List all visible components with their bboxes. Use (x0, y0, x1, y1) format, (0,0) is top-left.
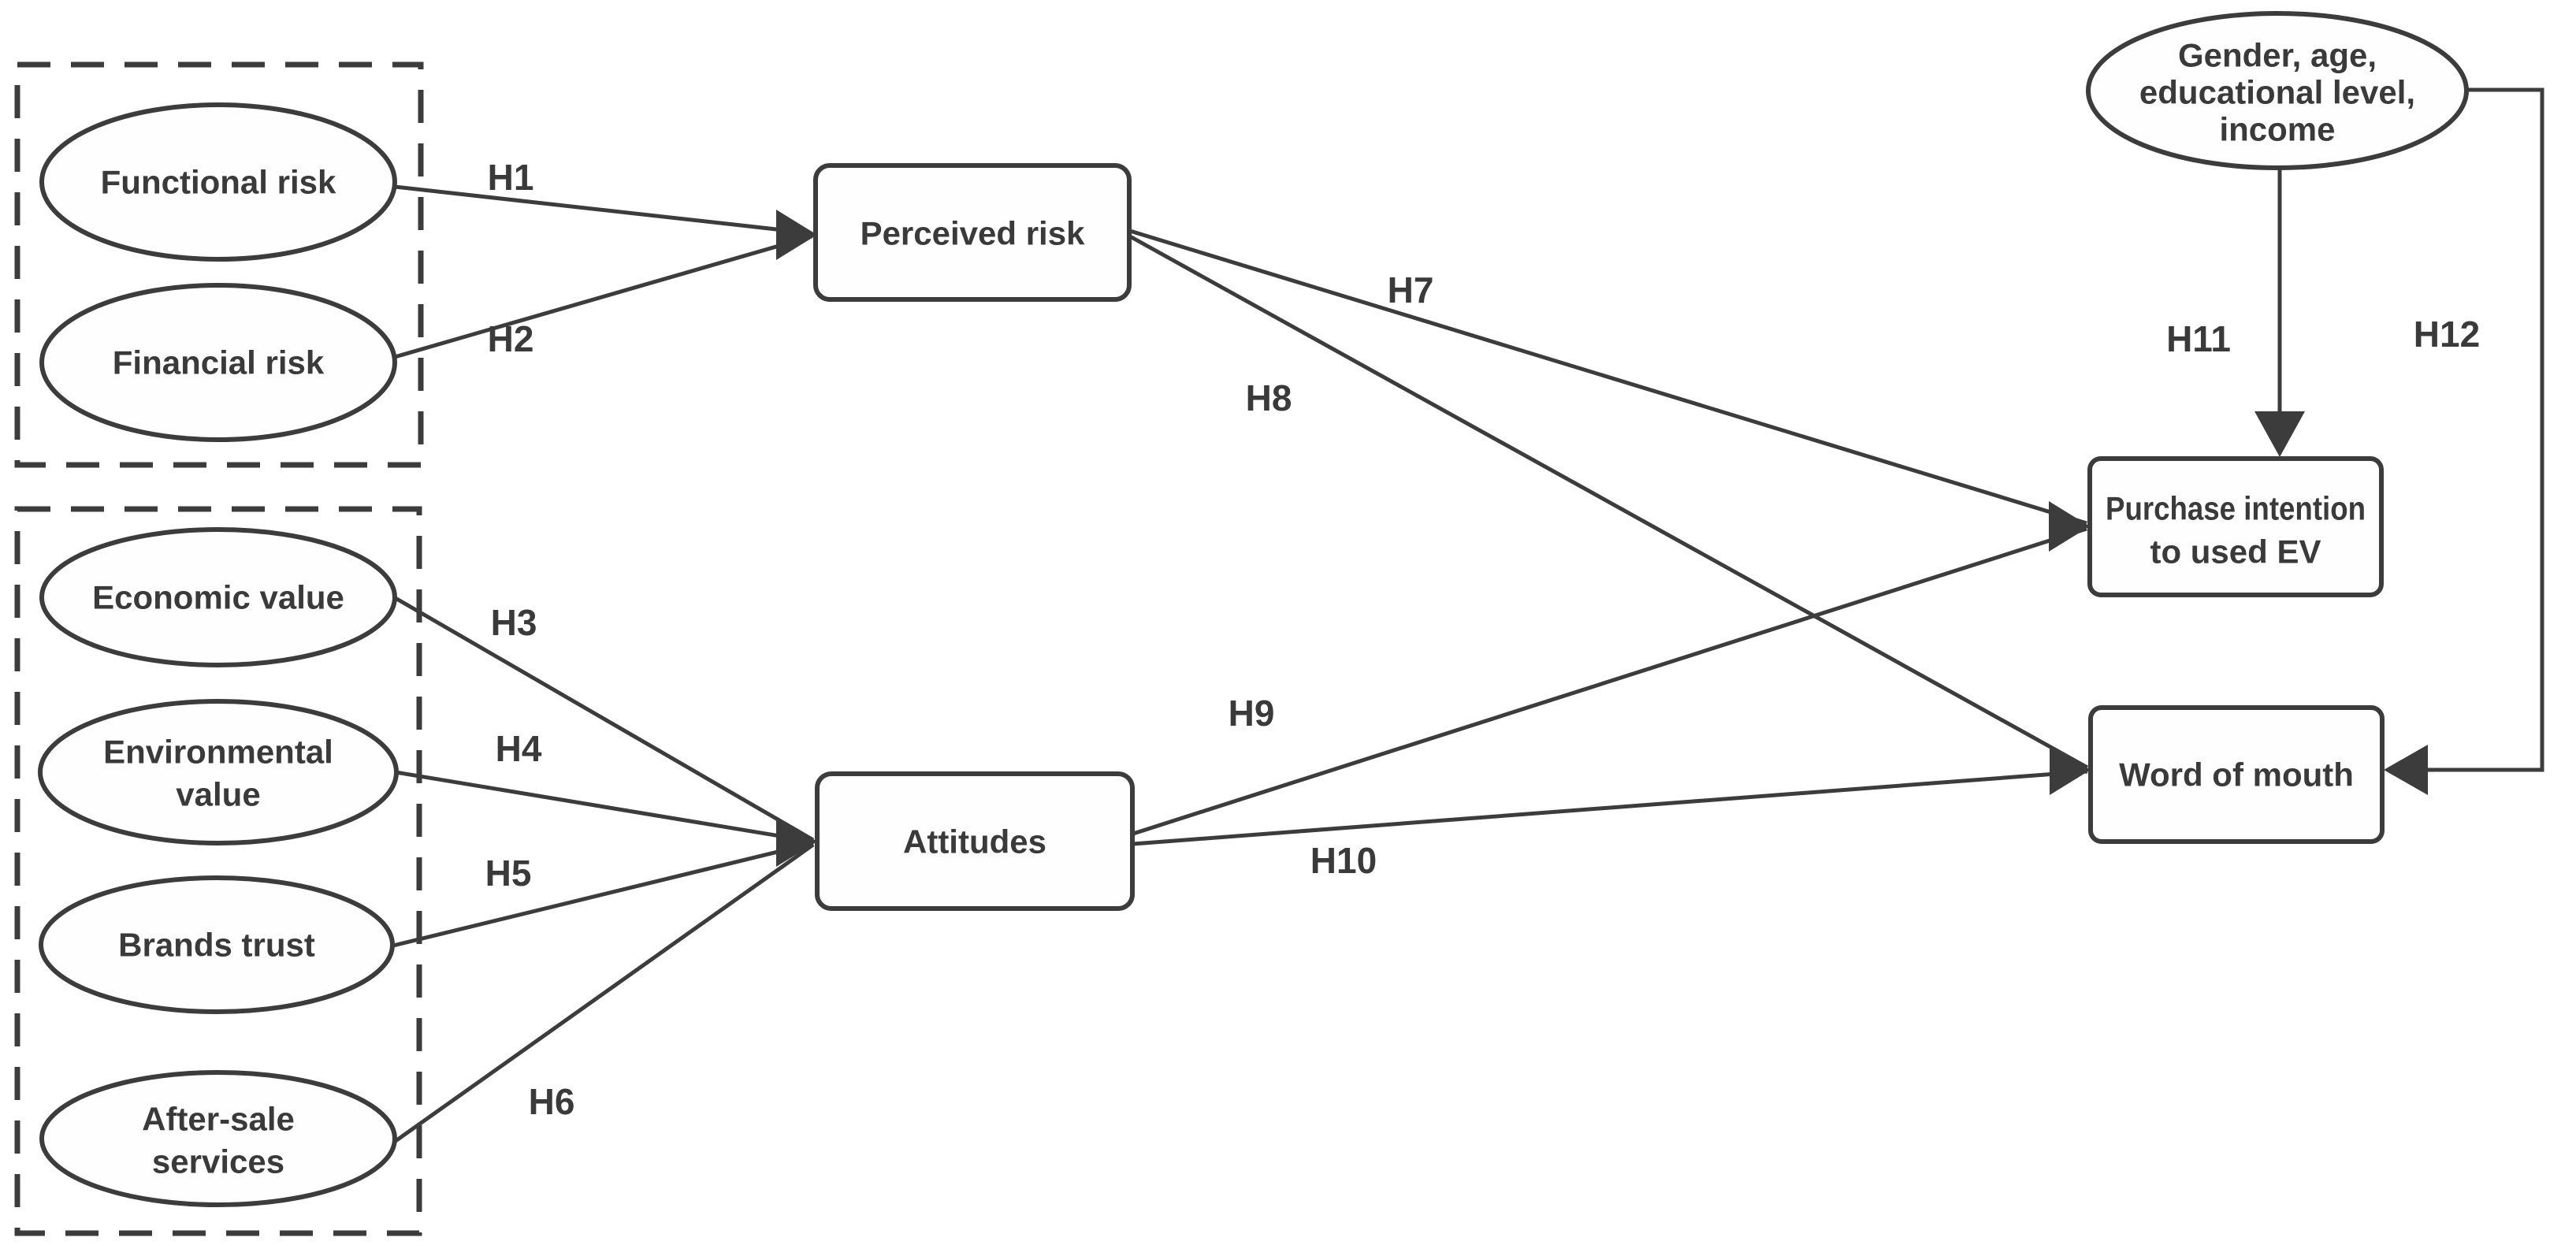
node-financial-risk (39, 283, 397, 442)
node-purchase-intention (2087, 456, 2384, 597)
edge-h10 (1132, 769, 2088, 846)
arrowhead-into-attitudes (776, 816, 817, 867)
node-attitudes-label: Attitudes (903, 823, 1046, 860)
arrowhead-into-purchase-intention-top (2254, 411, 2305, 457)
edge-h2 (394, 234, 812, 359)
node-demographics-label-line2: educational level, (2139, 74, 2415, 111)
edge-h5 (392, 841, 814, 948)
hypothesis-label-h3: H3 (491, 602, 537, 643)
node-functional-risk (39, 102, 397, 262)
hypothesis-label-h10: H10 (1310, 840, 1377, 881)
node-environmental-value-label-line1: Environmental (103, 734, 333, 771)
hypothesis-label-h5: H5 (485, 853, 532, 894)
node-functional-risk-label: Functional risk (101, 164, 336, 201)
edge-h7 (1129, 229, 2087, 526)
node-word-of-mouth (2088, 705, 2385, 844)
node-environmental-value-label-line2: value (176, 776, 260, 813)
edge-h8 (1128, 234, 2089, 770)
node-after-sale-services-label-line2: services (152, 1143, 284, 1180)
arrowhead-into-word-of-mouth-right (2384, 745, 2428, 795)
node-economic-value (39, 527, 397, 667)
node-perceived-risk-label: Perceived risk (861, 215, 1086, 252)
hypothesis-label-h11: H11 (2166, 318, 2231, 359)
arrowhead-into-word-of-mouth-left (2050, 745, 2091, 795)
node-word-of-mouth-label: Word of mouth (2119, 756, 2354, 793)
hypothesis-label-h8: H8 (1246, 377, 1292, 418)
node-economic-value-label: Economic value (92, 579, 344, 616)
node-after-sale-services (39, 1070, 397, 1207)
node-environmental-value (38, 699, 399, 845)
perceived-risk-group-box (14, 61, 424, 468)
hypothesis-label-h2: H2 (488, 318, 534, 359)
arrowhead-into-purchase-intention-left (2049, 501, 2090, 552)
node-brands-trust (39, 875, 395, 1014)
node-financial-risk-label: Financial risk (113, 344, 325, 381)
hypothesis-label-h1: H1 (488, 157, 534, 198)
hypothesis-label-h7: H7 (1388, 269, 1434, 310)
edge-h4 (395, 770, 814, 844)
node-demographics-label-line1: Gender, age, (2178, 37, 2377, 74)
edge-h6 (394, 842, 815, 1143)
attitudes-group-box (14, 506, 422, 1236)
edge-h12 (2427, 87, 2544, 772)
edge-h1 (394, 184, 812, 236)
hypothesis-label-h4: H4 (496, 728, 542, 769)
node-brands-trust-label: Brands trust (118, 927, 315, 964)
node-attitudes (815, 771, 1135, 911)
node-purchase-intention-label-line2: to used EV (2150, 533, 2321, 570)
node-demographics (2086, 11, 2469, 170)
edge-h9 (1132, 526, 2087, 836)
edge-h3 (392, 595, 815, 842)
node-after-sale-services-label-line1: After-sale (142, 1101, 295, 1138)
hypothesis-label-h12: H12 (2414, 314, 2480, 355)
node-demographics-label-line3: income (2219, 111, 2335, 148)
arrowhead-into-perceived-risk (776, 210, 817, 260)
node-perceived-risk (813, 163, 1132, 302)
hypothesis-label-h9: H9 (1229, 693, 1275, 734)
node-purchase-intention-label-line1: Purchase intention (2106, 490, 2366, 527)
hypothesis-label-h6: H6 (529, 1081, 575, 1122)
